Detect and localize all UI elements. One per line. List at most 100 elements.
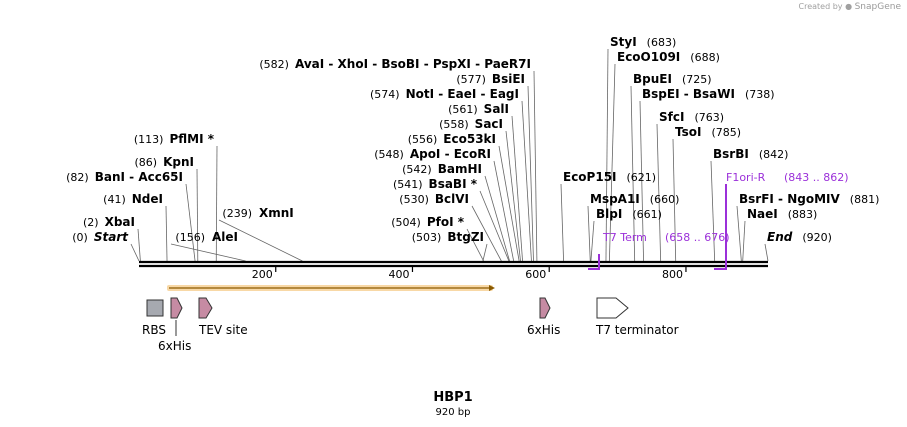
primer-f1ori-r-arrow [714, 184, 727, 270]
site-label-line: (504)PfoI * [391, 215, 464, 229]
site-bsiei[interactable]: (577)BsiEI [456, 72, 525, 86]
site-pfoi[interactable]: (504)PfoI * [391, 215, 464, 229]
site-xbai[interactable]: (2)XbaI [83, 215, 135, 229]
site-end[interactable]: End(920) [767, 230, 832, 244]
his-tag-arrow-2 [539, 297, 551, 319]
site-label-line: BsrFI - NgoMIV(881) [739, 192, 879, 206]
site-pflmi[interactable]: (113)PflMI * [134, 132, 215, 146]
site-leader-line [505, 130, 521, 262]
site-ndei[interactable]: (41) NdeI [103, 192, 163, 206]
site-name: BspEI - BsaWI [642, 87, 735, 101]
site-ecop15i[interactable]: EcoP15I(621) [563, 170, 656, 184]
site-name: NdeI [132, 192, 163, 206]
site-sali[interactable]: (561) SalI [448, 102, 509, 116]
site-leader-line [605, 48, 609, 262]
feature-tev-site[interactable]: TEV site [198, 297, 248, 337]
site-name: SfcI [659, 110, 684, 124]
site-position: (842) [759, 148, 789, 161]
site-position: (561) [448, 103, 478, 116]
his-tag-arrow-1 [170, 297, 183, 319]
site-apoi-ecori[interactable]: (548)ApoI - EcoRI [374, 147, 491, 161]
site-blpi[interactable]: BlpI(661) [596, 207, 662, 221]
site-position: (725) [682, 73, 712, 86]
site-ecoo109i[interactable]: EcoO109I(688) [617, 50, 720, 64]
site-label-line: (582)AvaI - XhoI - BsoBI - PspXI - PaeR7… [259, 57, 531, 71]
site-mspa1i[interactable]: MspA1I(660) [590, 192, 679, 206]
site-avai-xhoi-bsobi-pspxi-paer7i[interactable]: (582)AvaI - XhoI - BsoBI - PspXI - PaeR7… [259, 57, 531, 71]
feature-6xhis-1[interactable]: 6xHis [158, 297, 191, 353]
site-name: BanI - Acc65I [95, 170, 183, 184]
site-eco53ki[interactable]: (556)Eco53kI [408, 132, 496, 146]
site-label-line: (577)BsiEI [456, 72, 525, 86]
primer-t7-term[interactable]: T7 Term (658 .. 676) [588, 231, 730, 270]
site-name: BsrBI [713, 147, 749, 161]
site-position: (785) [711, 126, 741, 139]
site-bpuei[interactable]: BpuEI(725) [633, 72, 712, 86]
site-labels: (0)Start(2)XbaI (41) NdeI (82) BanI - Acc65I… [66, 35, 879, 244]
site-name: PfoI * [427, 215, 465, 229]
site-label-line: End(920) [767, 230, 832, 244]
map-title: HBP1 [433, 390, 472, 405]
site-kpni[interactable]: (86)KpnI [135, 155, 195, 169]
site-saci[interactable]: (558)SacI [439, 117, 503, 131]
site-bani-acc65i[interactable]: (82) BanI - Acc65I [66, 170, 183, 184]
site-bspei-bsawi[interactable]: BspEI - BsaWI(738) [642, 87, 775, 101]
orf-arrow[interactable] [167, 285, 495, 291]
site-position: (113) [134, 133, 164, 146]
site-name: BclVI [435, 192, 469, 206]
site-bsrbi[interactable]: BsrBI (842) [713, 147, 788, 161]
site-position: (556) [408, 133, 438, 146]
site-position: (82) [66, 171, 89, 184]
site-sfci[interactable]: SfcI(763) [659, 110, 724, 124]
site-position: (41) [103, 193, 126, 206]
site-name: BsaBI * [429, 177, 478, 191]
site-label-line: SfcI(763) [659, 110, 724, 124]
site-name: NotI - EaeI - EagI [406, 87, 519, 101]
site-leader-line [185, 183, 196, 262]
site-leader-line [130, 243, 140, 262]
site-naei[interactable]: NaeI (883) [747, 207, 817, 221]
site-leader-line [764, 243, 769, 262]
site-leader-line [736, 205, 742, 262]
site-label-line: (542)BamHI [402, 162, 482, 176]
site-name: SalI [484, 102, 509, 116]
site-position: (883) [788, 208, 818, 221]
site-name: End [767, 230, 793, 244]
site-label-line: (541)BsaBI * [393, 177, 478, 191]
site-start[interactable]: (0)Start [72, 230, 129, 244]
feature-rbs[interactable]: RBS [142, 299, 166, 337]
site-position: (503) [412, 231, 442, 244]
site-name: BsrFI - NgoMIV [739, 192, 840, 206]
feature-t7-terminator[interactable]: T7 terminator [595, 297, 679, 337]
site-position: (239) [222, 207, 252, 220]
site-styi[interactable]: StyI(683) [610, 35, 676, 49]
site-position: (542) [402, 163, 432, 176]
site-leader-line [165, 205, 168, 262]
site-leader-line [215, 145, 218, 262]
site-bsabi[interactable]: (541)BsaBI * [393, 177, 478, 191]
site-leader-line [560, 183, 564, 262]
site-name: Start [94, 230, 129, 244]
site-position: (530) [399, 193, 429, 206]
his-tag-label-1: 6xHis [158, 339, 191, 353]
site-leader-line [466, 228, 484, 262]
site-name: AleI [212, 230, 238, 244]
site-btgzi[interactable]: (503)BtgZI [412, 230, 484, 244]
site-xmni[interactable]: (239)XmnI [222, 206, 293, 220]
site-name: NaeI [747, 207, 778, 221]
rbs-box [146, 299, 164, 317]
site-tsoi[interactable]: TsoI(785) [675, 125, 741, 139]
feature-6xhis-2[interactable]: 6xHis [527, 297, 560, 337]
site-noti-eaei-eagi[interactable]: (574)NotI - EaeI - EagI [370, 87, 519, 101]
site-bsrfi-ngomiv[interactable]: BsrFI - NgoMIV(881) [739, 192, 879, 206]
site-position: (582) [259, 58, 289, 71]
site-leader-line [710, 160, 716, 262]
site-leader-line [639, 100, 644, 262]
site-name: XbaI [105, 215, 135, 229]
t7-terminator-arrow [596, 297, 629, 319]
site-bclvi[interactable]: (530) BclVI [399, 192, 469, 206]
site-bamhi[interactable]: (542)BamHI [402, 162, 482, 176]
site-alei[interactable]: (156)AleI [175, 230, 238, 244]
primer-f1ori-r[interactable]: F1ori-R (843 .. 862) [714, 171, 849, 270]
site-leader-line [482, 243, 488, 262]
